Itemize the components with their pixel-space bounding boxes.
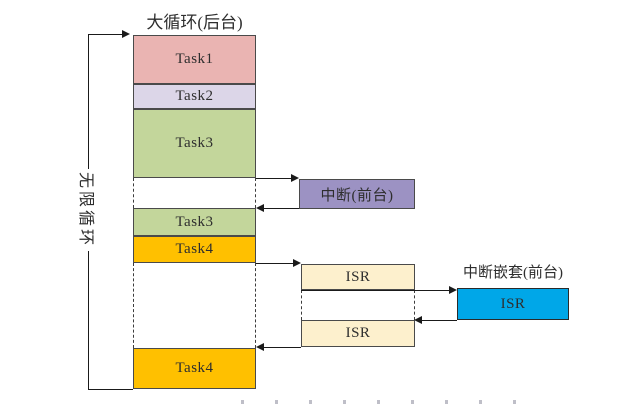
stack-gap1-right-dashed [255,178,256,208]
loop-arrowhead-icon [122,30,130,38]
isr2-box: ISR [301,320,415,347]
task4-box-first: Task4 [133,236,256,263]
isr-gap-right-dashed [414,290,415,320]
diagram-title: 大循环(后台) [146,13,243,32]
task4-box-second: Task4 [133,348,256,389]
isr-gap-left-dashed [301,290,302,320]
arrow-nested-return [421,320,457,321]
nested-interrupt-heading: 中断嵌套(前台) [463,265,563,281]
infinite-loop-label: 无限循环 [76,168,101,252]
stack-gap2-right-dashed [255,263,256,348]
loop-top-line [88,34,122,35]
arrow-isr1-to-nested [301,290,449,291]
arrow-task3-to-interrupt-head-icon [291,174,299,182]
task3-box-first: Task3 [133,109,256,178]
task1-box: Task1 [133,35,256,84]
task4-label-second: Task4 [175,360,214,376]
nested-isr-box: ISR [457,288,569,320]
stack-gap2-left-dashed [133,263,134,348]
task3-box-second: Task3 [133,208,256,236]
task4-label-first: Task4 [175,241,214,257]
isr1-label: ISR [345,268,371,285]
arrow-task3-to-interrupt [256,178,292,179]
task2-box: Task2 [133,84,256,109]
arrow-task4-to-isr1-head-icon [293,259,301,267]
arrow-task4-to-isr1 [256,263,294,264]
task2-label: Task2 [175,88,214,104]
isr2-label: ISR [345,325,371,341]
interrupt-label: 中断(前台) [320,187,394,204]
task3-label-first: Task3 [175,135,214,151]
nested-isr-label: ISR [500,295,526,312]
arrow-isr2-return-head-icon [256,343,264,351]
arrow-nested-return-head-icon [414,316,422,324]
isr1-box: ISR [301,264,415,290]
clipped-caption-marks [241,400,526,404]
arrow-isr1-to-nested-head-icon [449,286,457,294]
arrow-isr2-return [263,347,301,348]
interrupt-box: 中断(前台) [299,179,415,209]
task3-label-second: Task3 [175,213,214,230]
loop-label-wrap: 无限循环 [50,168,126,252]
stack-gap1-left-dashed [133,178,134,208]
loop-bottom-line [88,389,133,390]
task1-label: Task1 [175,51,214,67]
arrow-interrupt-return [263,208,299,209]
arrow-interrupt-return-head-icon [256,204,264,212]
